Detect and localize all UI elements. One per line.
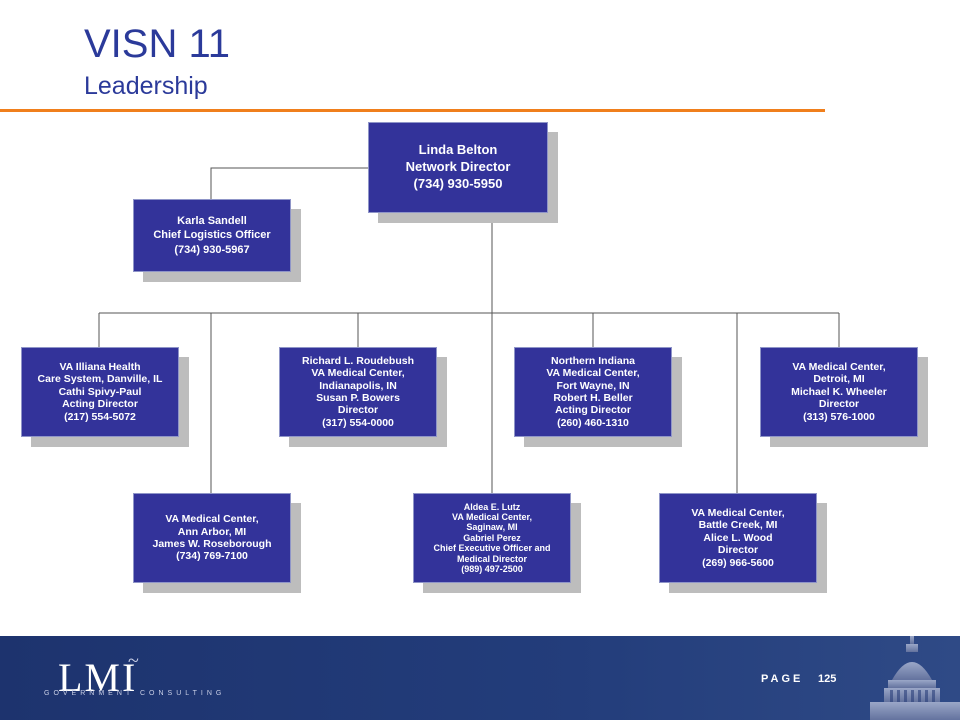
box-line: VA Medical Center, xyxy=(792,361,886,374)
box-line: (734) 930-5950 xyxy=(413,175,503,191)
box-line: (989) 497-2500 xyxy=(461,563,523,574)
box-line: Medical Director xyxy=(456,553,528,564)
box-line: Saginaw, MI xyxy=(466,522,518,533)
capitol-dome-icon xyxy=(870,636,960,720)
org-box-battle-creek: VA Medical Center, Battle Creek, MI Alic… xyxy=(659,493,817,583)
box-line: Gabriel Perez xyxy=(463,532,521,543)
page-subtitle: Leadership xyxy=(84,72,208,100)
org-chart-connectors xyxy=(98,167,840,493)
box-line: Aldea E. Lutz xyxy=(463,501,521,512)
box-line: Susan P. Bowers xyxy=(316,392,400,404)
box-line: Indianapolis, IN xyxy=(319,379,397,392)
box-line: Fort Wayne, IN xyxy=(556,379,630,392)
box-line: Chief Logistics Officer xyxy=(153,229,271,242)
box-line: (217) 554-5072 xyxy=(64,410,136,423)
org-box-ann-arbor: VA Medical Center, Ann Arbor, MI James W… xyxy=(133,493,291,583)
box-line: VA Medical Center, xyxy=(165,513,259,526)
logo-tagline: GOVERNMENT CONSULTING xyxy=(44,690,226,697)
box-line: (734) 930-5967 xyxy=(174,243,250,256)
box-line: Richard L. Roudebush xyxy=(301,354,414,367)
box-line: Acting Director xyxy=(62,398,138,411)
box-line: Cathi Spivy-Paul xyxy=(58,385,142,398)
box-line: James W. Roseborough xyxy=(152,538,272,550)
box-line: VA Medical Center, xyxy=(546,367,640,380)
box-line: Battle Creek, MI xyxy=(698,519,778,532)
org-box-indianapolis: Richard L. Roudebush VA Medical Center, … xyxy=(279,347,437,437)
lmi-logo: LMI xyxy=(58,655,138,700)
org-box-saginaw: Aldea E. Lutz VA Medical Center, Saginaw… xyxy=(413,493,571,583)
box-line: Detroit, MI xyxy=(813,373,865,386)
footer-band xyxy=(0,636,960,720)
box-line: Northern Indiana xyxy=(550,354,635,367)
box-line: Care System, Danville, IL xyxy=(37,373,163,386)
org-box-illiana: VA Illiana Health Care System, Danville,… xyxy=(21,347,179,437)
org-box-network-director: Linda Belton Network Director (734) 930-… xyxy=(368,122,548,213)
org-box-logistics-officer: Karla Sandell Chief Logistics Officer (7… xyxy=(133,199,291,272)
page-number: 125 xyxy=(818,673,837,685)
box-line: Linda Belton xyxy=(418,142,498,158)
box-line: Director xyxy=(717,544,759,557)
box-line: (313) 576-1000 xyxy=(803,410,875,423)
title-underline xyxy=(0,109,825,112)
box-line: (260) 460-1310 xyxy=(557,416,629,429)
box-line: (317) 554-0000 xyxy=(322,416,394,429)
logo-tilde-mark: ~ xyxy=(128,650,139,672)
box-line: Robert H. Beller xyxy=(553,392,633,404)
box-line: Chief Executive Officer and xyxy=(433,543,551,554)
box-line: Director xyxy=(337,404,379,417)
box-line: Karla Sandell xyxy=(177,215,247,228)
box-line: Alice L. Wood xyxy=(703,531,773,544)
box-line: Ann Arbor, MI xyxy=(177,525,247,538)
box-line: Acting Director xyxy=(555,404,631,417)
box-line: (734) 769-7100 xyxy=(176,550,248,563)
box-line: VA Medical Center, xyxy=(451,512,533,523)
box-line: (269) 966-5600 xyxy=(702,556,774,569)
page-label: PAGE xyxy=(761,673,804,685)
box-line: Michael K. Wheeler xyxy=(791,385,887,398)
box-line: Director xyxy=(818,398,860,411)
page-title: VISN 11 xyxy=(84,22,230,66)
box-line: VA Medical Center, xyxy=(311,367,405,380)
box-line: VA Medical Center, xyxy=(691,507,785,520)
org-box-fort-wayne: Northern Indiana VA Medical Center, Fort… xyxy=(514,347,672,437)
connector-top-to-staff xyxy=(210,167,368,199)
box-line: VA Illiana Health xyxy=(59,361,141,374)
org-box-detroit: VA Medical Center, Detroit, MI Michael K… xyxy=(760,347,918,437)
box-line: Network Director xyxy=(405,159,511,175)
